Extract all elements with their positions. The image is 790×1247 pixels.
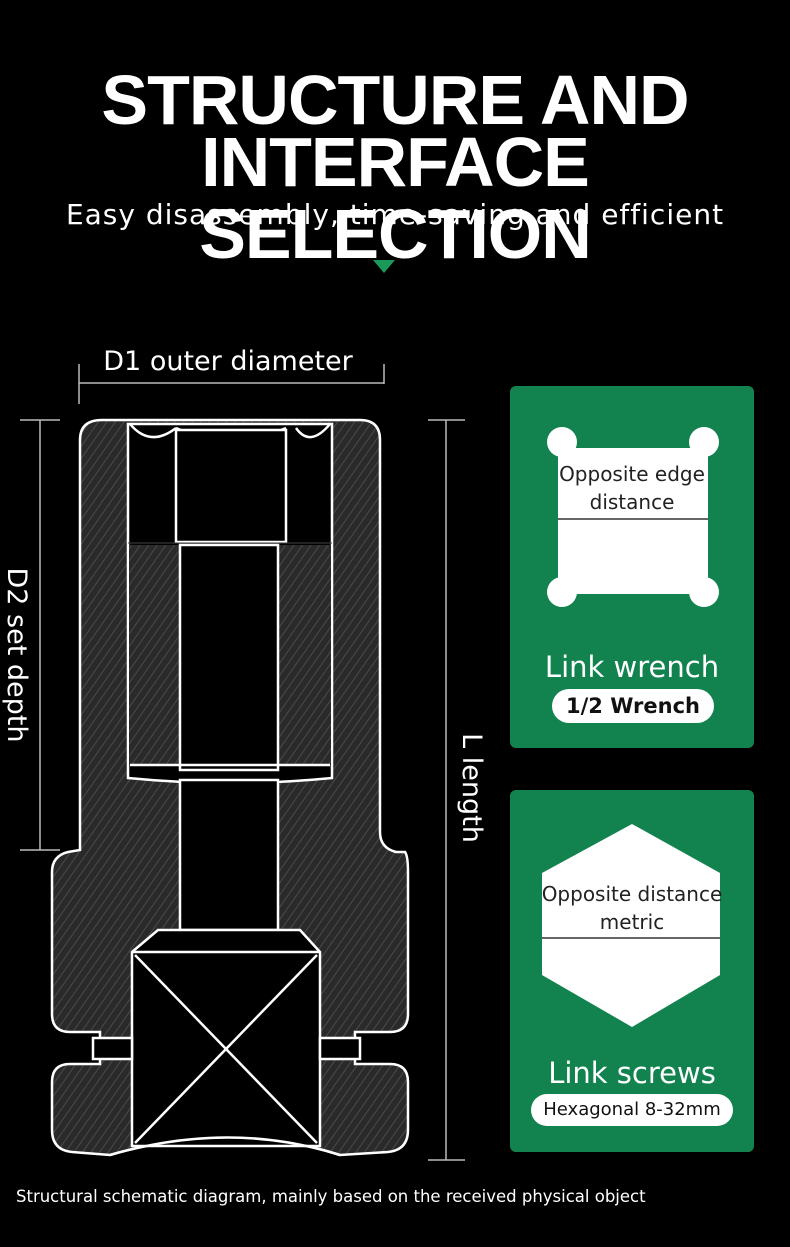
link-screws-card: Opposite distance metric Link screws Hex… <box>510 790 754 1152</box>
card2-label-line2: metric <box>599 910 665 934</box>
l-dimension: L length <box>428 419 487 1161</box>
card1-label-line1: Opposite edge <box>559 462 705 486</box>
link-wrench-card: Opposite edge distance Link wrench 1/2 W… <box>510 386 754 748</box>
d2-label: D2 set depth <box>1 568 32 743</box>
bore-details <box>128 423 332 932</box>
card1-label-line2: distance <box>589 490 675 514</box>
card2-label-line1: Opposite distance <box>541 882 723 906</box>
card2-title: Link screws <box>548 1056 716 1090</box>
card1-pill: 1/2 Wrench <box>552 689 714 723</box>
d1-dimension: D1 outer diameter <box>78 346 385 404</box>
title-line-1: STRUCTURE AND <box>101 61 689 139</box>
card1-title: Link wrench <box>544 650 720 684</box>
l-label: L length <box>456 733 487 843</box>
card2-pill: Hexagonal 8-32mm <box>531 1094 733 1126</box>
square-notched-shape <box>547 427 719 607</box>
hexagon-shape <box>542 824 720 1027</box>
down-triangle-icon <box>373 260 395 273</box>
square-drive <box>91 928 362 1157</box>
socket-schematic: D1 outer diameter D2 set depth L length <box>1 346 487 1161</box>
d1-label: D1 outer diameter <box>103 346 353 377</box>
title-line-2: INTERFACE SELECTION <box>199 123 592 273</box>
footer-note: Structural schematic diagram, mainly bas… <box>16 1187 646 1206</box>
d2-dimension: D2 set depth <box>1 419 60 851</box>
subtitle: Easy disassembly, time-saving and effici… <box>65 198 725 231</box>
